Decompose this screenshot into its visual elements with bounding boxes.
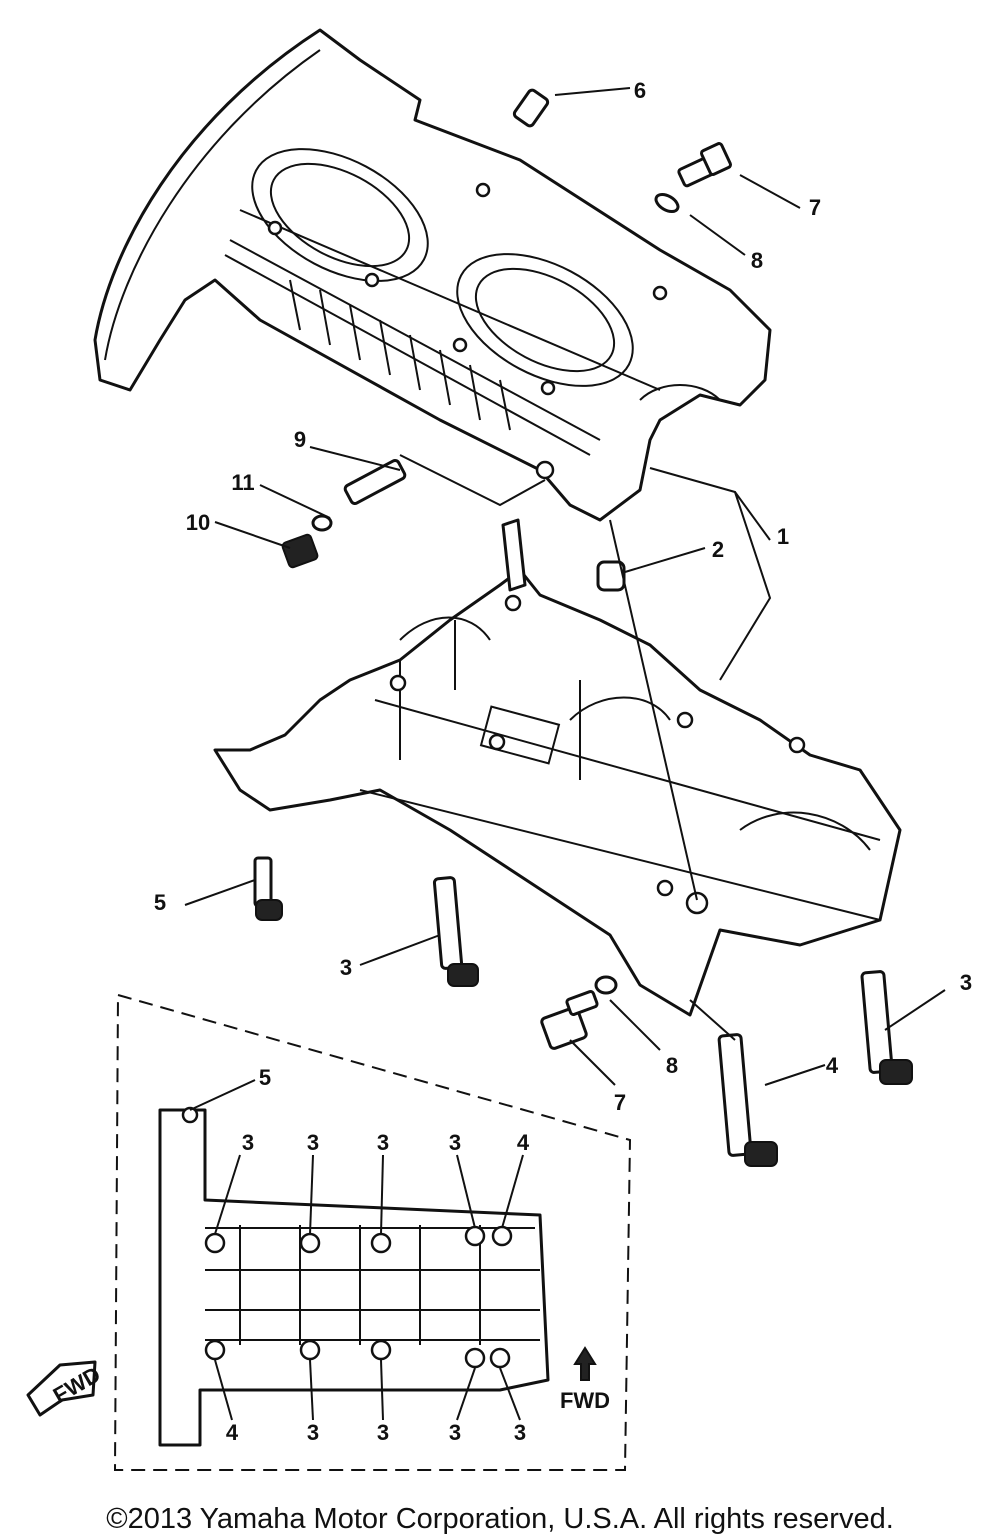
callout-label: 7 <box>809 195 821 220</box>
bolt-3-right <box>860 970 913 1085</box>
callout-label: 4 <box>826 1053 839 1078</box>
callout-label: 5 <box>259 1065 271 1090</box>
callout-label: 3 <box>340 955 352 980</box>
callout-labels: 6 7 8 9 11 10 2 1 5 3 3 8 7 4 5 3 3 3 3 … <box>154 78 972 1445</box>
bolt-7-upper <box>677 142 732 188</box>
bolt-5 <box>253 856 283 921</box>
callout-label: 5 <box>154 890 166 915</box>
callout-label: 6 <box>634 78 646 103</box>
upper-crankcase <box>93 28 772 522</box>
callout-label: 1 <box>777 524 789 549</box>
leader-lines <box>184 87 946 1086</box>
washer-11 <box>311 514 333 532</box>
fwd-arrow-icon <box>573 1346 597 1381</box>
callout-label: 3 <box>377 1420 389 1445</box>
callout-label: 4 <box>226 1420 239 1445</box>
callout-label: 3 <box>449 1130 461 1155</box>
callout-label: 9 <box>294 427 306 452</box>
inset-bottom-view <box>113 993 632 1471</box>
callout-label: 4 <box>517 1130 530 1155</box>
bolt-6 <box>512 88 550 128</box>
callout-label: 3 <box>242 1130 254 1155</box>
callout-label: 3 <box>377 1130 389 1155</box>
washer-8-lower <box>594 975 618 995</box>
bolt-3-left <box>432 876 479 987</box>
callout-label: 3 <box>960 970 972 995</box>
callout-label: 11 <box>231 470 254 495</box>
fwd-stamp-icon: FWD <box>26 1360 105 1417</box>
lower-crankcase <box>213 518 902 1017</box>
callout-label: 3 <box>307 1130 319 1155</box>
washer-8-upper <box>654 192 680 214</box>
stud-9 <box>343 458 407 506</box>
bolt-7-lower <box>540 990 599 1050</box>
callout-label: 3 <box>449 1420 461 1445</box>
bolt-4 <box>717 1033 778 1167</box>
callout-label: 3 <box>307 1420 319 1445</box>
dowel-2 <box>596 560 626 592</box>
callout-label: 3 <box>514 1420 526 1445</box>
callout-label: 8 <box>666 1053 678 1078</box>
callout-label: 2 <box>712 537 724 562</box>
callout-label: 8 <box>751 248 763 273</box>
nut-10 <box>281 533 319 569</box>
fwd-label: FWD <box>560 1388 610 1413</box>
callout-label: 10 <box>186 510 210 535</box>
copyright-notice: ©2013 Yamaha Motor Corporation, U.S.A. A… <box>106 1503 894 1535</box>
crankcase-exploded-diagram: FWD 6 7 8 9 11 10 2 1 5 3 3 8 7 4 5 3 3 … <box>26 28 972 1471</box>
callout-label: 7 <box>614 1090 626 1115</box>
